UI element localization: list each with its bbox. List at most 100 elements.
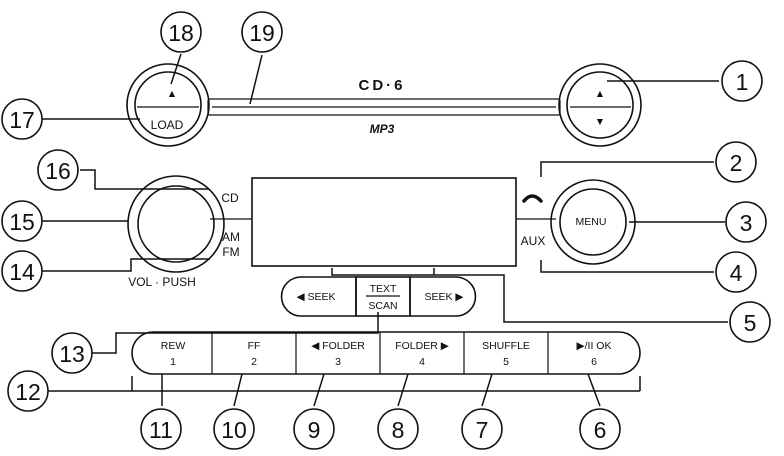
callout-number: 2	[730, 150, 743, 176]
am-label: AM	[222, 230, 240, 244]
menu-knob[interactable]: MENU	[550, 179, 636, 265]
aux-button[interactable]: AUX	[521, 234, 546, 248]
callout-circle	[721, 60, 763, 102]
preset-number: 5	[503, 356, 509, 368]
callout-number: 19	[249, 20, 275, 46]
callout-3: 3	[725, 201, 767, 243]
preset-button-4[interactable]: FOLDER ▶ 4	[395, 340, 450, 368]
callout-number: 13	[59, 341, 85, 367]
callout-2: 2	[715, 141, 757, 183]
preset-number: 3	[335, 356, 341, 368]
callout-circle	[51, 332, 93, 374]
callout-circle	[293, 408, 335, 450]
callout-4: 4	[715, 251, 757, 293]
preset-button-3[interactable]: ◀ FOLDER 3	[311, 340, 365, 368]
callout-circle	[377, 408, 419, 450]
callout-circle	[213, 408, 255, 450]
aux-label: AUX	[521, 234, 546, 248]
callout-11: 11	[140, 408, 182, 450]
preset-number: 4	[419, 356, 425, 368]
am-fm-button[interactable]: AM FM	[222, 230, 240, 259]
callout-circle	[7, 370, 49, 412]
callout-circle	[1, 250, 43, 292]
callout-number: 15	[9, 209, 35, 235]
leader-lines	[30, 53, 728, 407]
callout-number: 12	[15, 379, 41, 405]
callout-circle	[729, 301, 771, 343]
preset-button-6[interactable]: ▶/II OK6	[577, 340, 612, 368]
callout-number: 7	[476, 417, 489, 443]
volume-knob[interactable]	[127, 175, 225, 273]
eject-symbol: ▲	[167, 88, 177, 100]
up-down-knob[interactable]: ▲ ▼	[558, 63, 642, 147]
callout-circle	[461, 408, 503, 450]
callout-13: 13	[51, 332, 93, 374]
seek-right-button[interactable]: SEEK ▶	[409, 276, 477, 317]
cd-button[interactable]: CD	[221, 191, 239, 205]
callout-circle	[37, 149, 79, 191]
display-screen	[251, 177, 517, 267]
phone-icon	[522, 194, 543, 203]
callout-14: 14	[1, 250, 43, 292]
callout-number: 4	[730, 260, 743, 286]
vol-push-label: VOL · PUSH	[128, 275, 196, 289]
phone-button[interactable]	[522, 194, 543, 203]
callout-circle	[241, 11, 283, 53]
format-label: MP3	[370, 122, 395, 136]
callout-circle	[1, 200, 43, 242]
eject-load-knob[interactable]: ▲ LOAD	[126, 63, 210, 147]
callout-number: 18	[168, 20, 194, 46]
callout-7: 7	[461, 408, 503, 450]
menu-label: MENU	[576, 216, 607, 228]
callout-6: 6	[579, 408, 621, 450]
fm-label: FM	[222, 245, 239, 259]
preset-label: REW	[161, 340, 186, 352]
callout-circle	[715, 251, 757, 293]
cd-label: CD	[221, 191, 239, 205]
callout-10: 10	[213, 408, 255, 450]
callout-number: 8	[392, 417, 405, 443]
callout-number: 3	[740, 210, 753, 236]
callout-number: 10	[221, 417, 247, 443]
scan-label: SCAN	[368, 300, 397, 312]
callout-number: 16	[45, 158, 71, 184]
callout-17: 17	[1, 98, 43, 140]
callout-circle	[140, 408, 182, 450]
callout-5: 5	[729, 301, 771, 343]
preset-label: ◀ FOLDER	[311, 340, 365, 352]
callout-circle	[715, 141, 757, 183]
callout-18: 18	[160, 11, 202, 53]
callout-number: 1	[736, 69, 749, 95]
callout-16: 16	[37, 149, 79, 191]
text-scan-button[interactable]: TEXT SCAN	[355, 276, 411, 317]
callout-1: 1	[721, 60, 763, 102]
preset-bar	[131, 331, 641, 375]
callout-number: 5	[744, 310, 757, 336]
callout-9: 9	[293, 408, 335, 450]
callout-number: 17	[9, 107, 35, 133]
callout-19: 19	[241, 11, 283, 53]
load-label: LOAD	[151, 118, 184, 132]
callout-number: 14	[9, 259, 35, 285]
callout-number: 6	[594, 417, 607, 443]
preset-label: FOLDER ▶	[395, 340, 450, 352]
callout-12: 12	[7, 370, 49, 412]
preset-number: 2	[251, 356, 257, 368]
callout-circle	[725, 201, 767, 243]
down-symbol: ▼	[595, 116, 605, 128]
text-label: TEXT	[370, 283, 397, 295]
callout-number: 11	[149, 417, 173, 443]
preset-number: 6	[591, 356, 597, 368]
preset-button-2[interactable]: FF2	[248, 340, 261, 368]
callout-circle	[579, 408, 621, 450]
callout-circle	[1, 98, 43, 140]
up-symbol: ▲	[595, 88, 605, 100]
cd-slot[interactable]	[207, 98, 561, 116]
seek-right-label: SEEK ▶	[424, 291, 464, 303]
seek-left-button[interactable]: ◀ SEEK	[280, 276, 357, 317]
